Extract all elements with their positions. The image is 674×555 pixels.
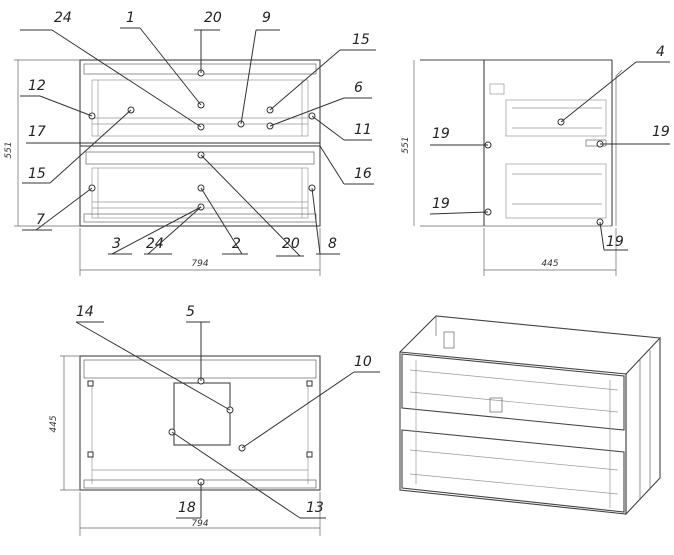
callout-6: 6 [354, 80, 363, 96]
callout-19-right-lower: 19 [606, 234, 624, 250]
side-height-dimension: 551 [401, 136, 411, 153]
callout-17: 17 [28, 124, 46, 140]
front-height-dimension: 551 [4, 141, 14, 158]
callout-19-right-upper: 19 [652, 124, 670, 140]
callout-14: 14 [76, 304, 94, 320]
callout-24-top: 24 [54, 10, 72, 26]
callout-13: 13 [306, 500, 324, 516]
callout-9: 9 [262, 10, 271, 26]
callout-11: 11 [354, 122, 372, 138]
top-width-dimension: 794 [191, 519, 208, 529]
callout-20-bottom: 20 [282, 236, 300, 252]
isometric-view [399, 315, 661, 516]
callout-18: 18 [178, 500, 196, 516]
callout-1: 1 [126, 10, 135, 26]
top-view [60, 321, 380, 536]
callout-2: 2 [232, 236, 241, 252]
side-depth-dimension: 445 [541, 259, 558, 269]
top-depth-dimension: 445 [49, 415, 59, 432]
side-view [413, 59, 670, 276]
callout-5: 5 [186, 304, 195, 320]
callout-7: 7 [36, 212, 45, 228]
callout-8: 8 [328, 236, 337, 252]
callout-12: 12 [28, 78, 46, 94]
callout-4: 4 [656, 44, 665, 60]
callout-10: 10 [354, 354, 372, 370]
callout-15-left: 15 [28, 166, 46, 182]
callout-20-top: 20 [204, 10, 222, 26]
callout-3: 3 [112, 236, 121, 252]
callout-19-left-lower: 19 [432, 196, 450, 212]
callout-15-right: 15 [352, 32, 370, 48]
front-width-dimension: 794 [191, 259, 208, 269]
callout-16: 16 [354, 166, 372, 182]
callout-19-left-upper: 19 [432, 126, 450, 142]
callout-24-bottom: 24 [146, 236, 164, 252]
front-view [14, 27, 376, 276]
